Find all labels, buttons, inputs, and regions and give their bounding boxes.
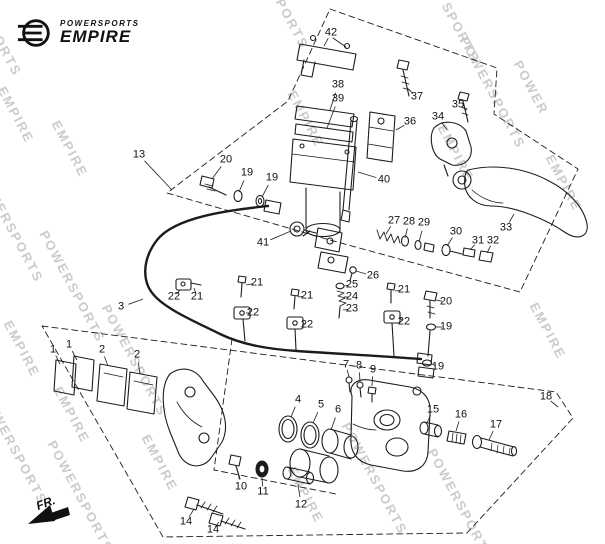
- part-callout-3: 3: [117, 300, 125, 313]
- part-callout-33: 33: [499, 221, 513, 234]
- part-callout-5: 5: [317, 398, 325, 411]
- hose-guide-parts: [317, 251, 357, 319]
- part-callout-14: 14: [179, 515, 193, 528]
- part-callout-2: 2: [98, 343, 106, 356]
- part-callout-13: 13: [132, 148, 146, 161]
- part-callout-26: 26: [366, 269, 380, 282]
- part-callout-19: 19: [240, 166, 254, 179]
- reservoir-bracket: [296, 34, 357, 78]
- part-callout-1: 1: [65, 338, 73, 351]
- part-callout-24: 24: [345, 290, 359, 303]
- part-callout-15: 15: [426, 403, 440, 416]
- part-callout-27: 27: [387, 214, 401, 227]
- part-callout-8: 8: [355, 359, 363, 372]
- dashed-boundary-lower: [41, 325, 574, 538]
- part-callout-20: 20: [219, 153, 233, 166]
- part-callout-19: 19: [265, 171, 279, 184]
- brake-caliper: [350, 379, 431, 472]
- part-callout-39: 39: [331, 92, 345, 105]
- part-callout-19: 19: [431, 360, 445, 373]
- part-callout-19: 19: [439, 320, 453, 333]
- fluid-reservoir: [289, 138, 357, 238]
- part-callout-41: 41: [256, 236, 270, 249]
- part-callout-9: 9: [369, 363, 377, 376]
- part-callout-21: 21: [190, 290, 204, 303]
- front-arrow-icon: [28, 505, 70, 524]
- part-callout-11: 11: [257, 485, 269, 498]
- part-callout-21: 21: [397, 283, 411, 296]
- part-callout-20: 20: [439, 295, 453, 308]
- hose-banjo-caliper: [417, 290, 438, 379]
- brake-hose: [144, 204, 423, 361]
- part-callout-30: 30: [449, 225, 463, 238]
- brake-switch: [366, 111, 396, 163]
- part-callout-17: 17: [489, 418, 503, 431]
- caliper-pistons: [278, 415, 359, 484]
- part-callout-34: 34: [431, 110, 445, 123]
- part-callout-22: 22: [167, 290, 181, 303]
- part-callout-14: 14: [206, 523, 220, 536]
- part-callout-4: 4: [294, 393, 302, 406]
- banjo-union: [289, 221, 343, 253]
- mount-bolts: [184, 496, 246, 530]
- part-callout-37: 37: [410, 90, 424, 103]
- part-callout-10: 10: [234, 480, 248, 493]
- part-callout-7: 7: [342, 358, 350, 371]
- lever-pivot: [452, 170, 472, 190]
- brake-pads: [53, 355, 158, 415]
- part-callout-1: 1: [49, 343, 57, 356]
- hose-clamp-left: [175, 278, 202, 291]
- part-callout-21: 21: [250, 276, 264, 289]
- lever-perch: [430, 121, 472, 177]
- part-callout-23: 23: [345, 302, 359, 315]
- part-callout-38: 38: [331, 78, 345, 91]
- part-callout-12: 12: [294, 498, 308, 511]
- part-callout-18: 18: [539, 390, 553, 403]
- part-callout-21: 21: [300, 289, 314, 302]
- logo-icon: [17, 19, 50, 47]
- part-callout-6: 6: [334, 403, 342, 416]
- part-callout-36: 36: [403, 115, 417, 128]
- part-callout-25: 25: [345, 278, 359, 291]
- part-callout-28: 28: [402, 215, 416, 228]
- dashed-boundary-upper: [166, 8, 579, 293]
- part-callout-35: 35: [451, 98, 465, 111]
- part-callout-31: 31: [471, 234, 485, 247]
- part-callout-22: 22: [397, 315, 411, 328]
- pivot-rod: [340, 115, 359, 223]
- part-callout-16: 16: [454, 408, 468, 421]
- logo-text-empire: EMPIRE: [60, 27, 132, 46]
- part-callout-22: 22: [246, 306, 260, 319]
- brand-logo: POWERSPORTS EMPIRE: [16, 14, 139, 52]
- brake-lever: [464, 166, 588, 238]
- part-callout-42: 42: [324, 26, 338, 39]
- part-callout-40: 40: [377, 173, 391, 186]
- caliper-bracket: [162, 368, 227, 467]
- part-callout-22: 22: [300, 318, 314, 331]
- logo-text-powersports: POWERSPORTS: [60, 19, 140, 28]
- part-callout-32: 32: [486, 234, 500, 247]
- adjuster-parts: [376, 229, 494, 263]
- pad-pin-parts: [419, 421, 518, 457]
- part-callout-29: 29: [417, 216, 431, 229]
- part-callout-2: 2: [133, 348, 141, 361]
- hose-clamp-c: [383, 282, 401, 357]
